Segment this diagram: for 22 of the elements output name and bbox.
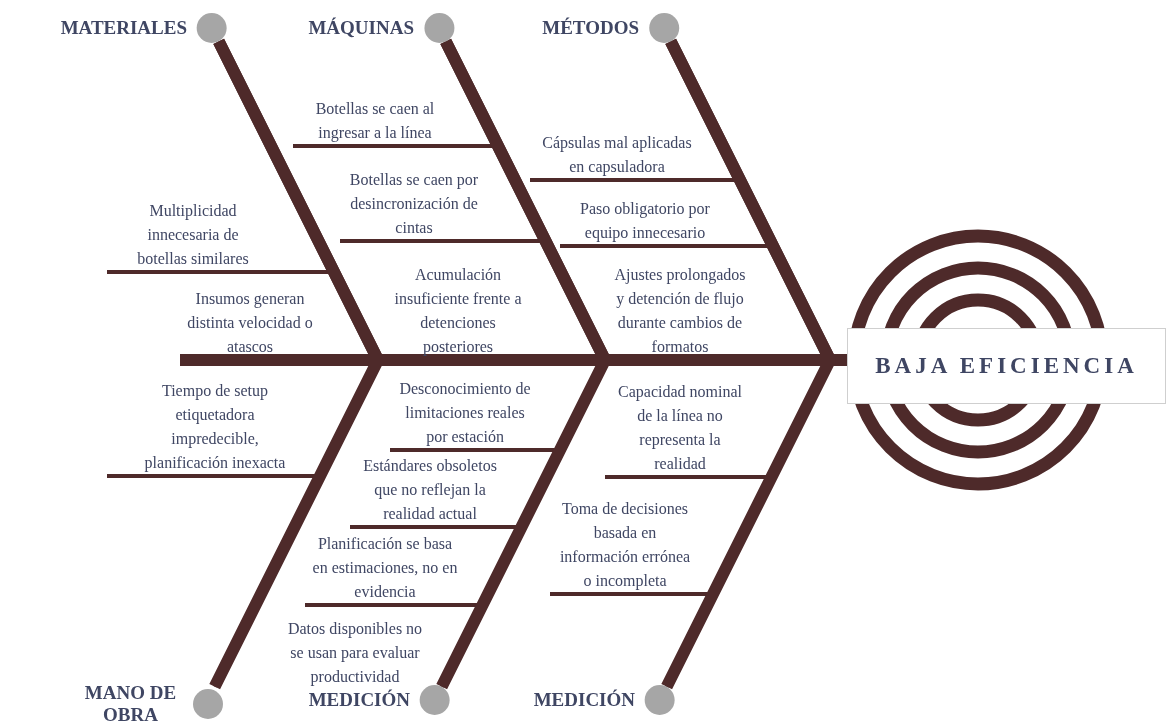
cause-text: Botellas se caen al ingresar a la línea — [293, 97, 445, 149]
category-label: MEDICIÓN — [308, 689, 410, 711]
cause-text: Estándares obsoletos que no reflejan la realidad actual — [350, 454, 501, 530]
cause-text: Desconocimiento de limitaciones reales por estación — [390, 377, 531, 453]
cause-text: Botellas se caen por desincronización de cintas — [340, 168, 487, 244]
cause-text: Ajustes prolongados y detención de flujo durante cambios de formatos — [605, 263, 747, 363]
cause-text: Toma de decisiones basada en información errónea o incompleta — [550, 497, 691, 597]
cause-text: Planificación se basa en estimaciones, no en evidencia — [305, 532, 458, 608]
category-label: MEDICIÓN — [533, 689, 635, 711]
cause-text: Cápsulas mal aplicadas en capsuladora — [530, 131, 695, 183]
cause-text: Multiplicidad innecesaria de botellas similares — [107, 199, 256, 275]
cause-text: Tiempo de setup etiquetadora impredecible, planificación inexacta — [107, 379, 289, 479]
cause-text: Paso obligatorio por equipo innecesario — [560, 197, 714, 249]
cause-text: Insumos generan distinta velocidad o atascos — [180, 287, 319, 363]
effect-box: BAJA EFICIENCIA — [847, 328, 1166, 404]
category-label: MATERIALES — [60, 17, 187, 39]
category-label: MÉTODOS — [542, 17, 639, 39]
cause-text: Capacidad nominal de la línea no representa la realidad — [605, 380, 744, 480]
category-label: MANO DE OBRA — [83, 682, 178, 723]
category-label: MÁQUINAS — [308, 17, 414, 39]
cause-line — [180, 38, 384, 366]
cause-text: Acumulación insuficiente frente a detenciones posteriores — [378, 263, 528, 363]
